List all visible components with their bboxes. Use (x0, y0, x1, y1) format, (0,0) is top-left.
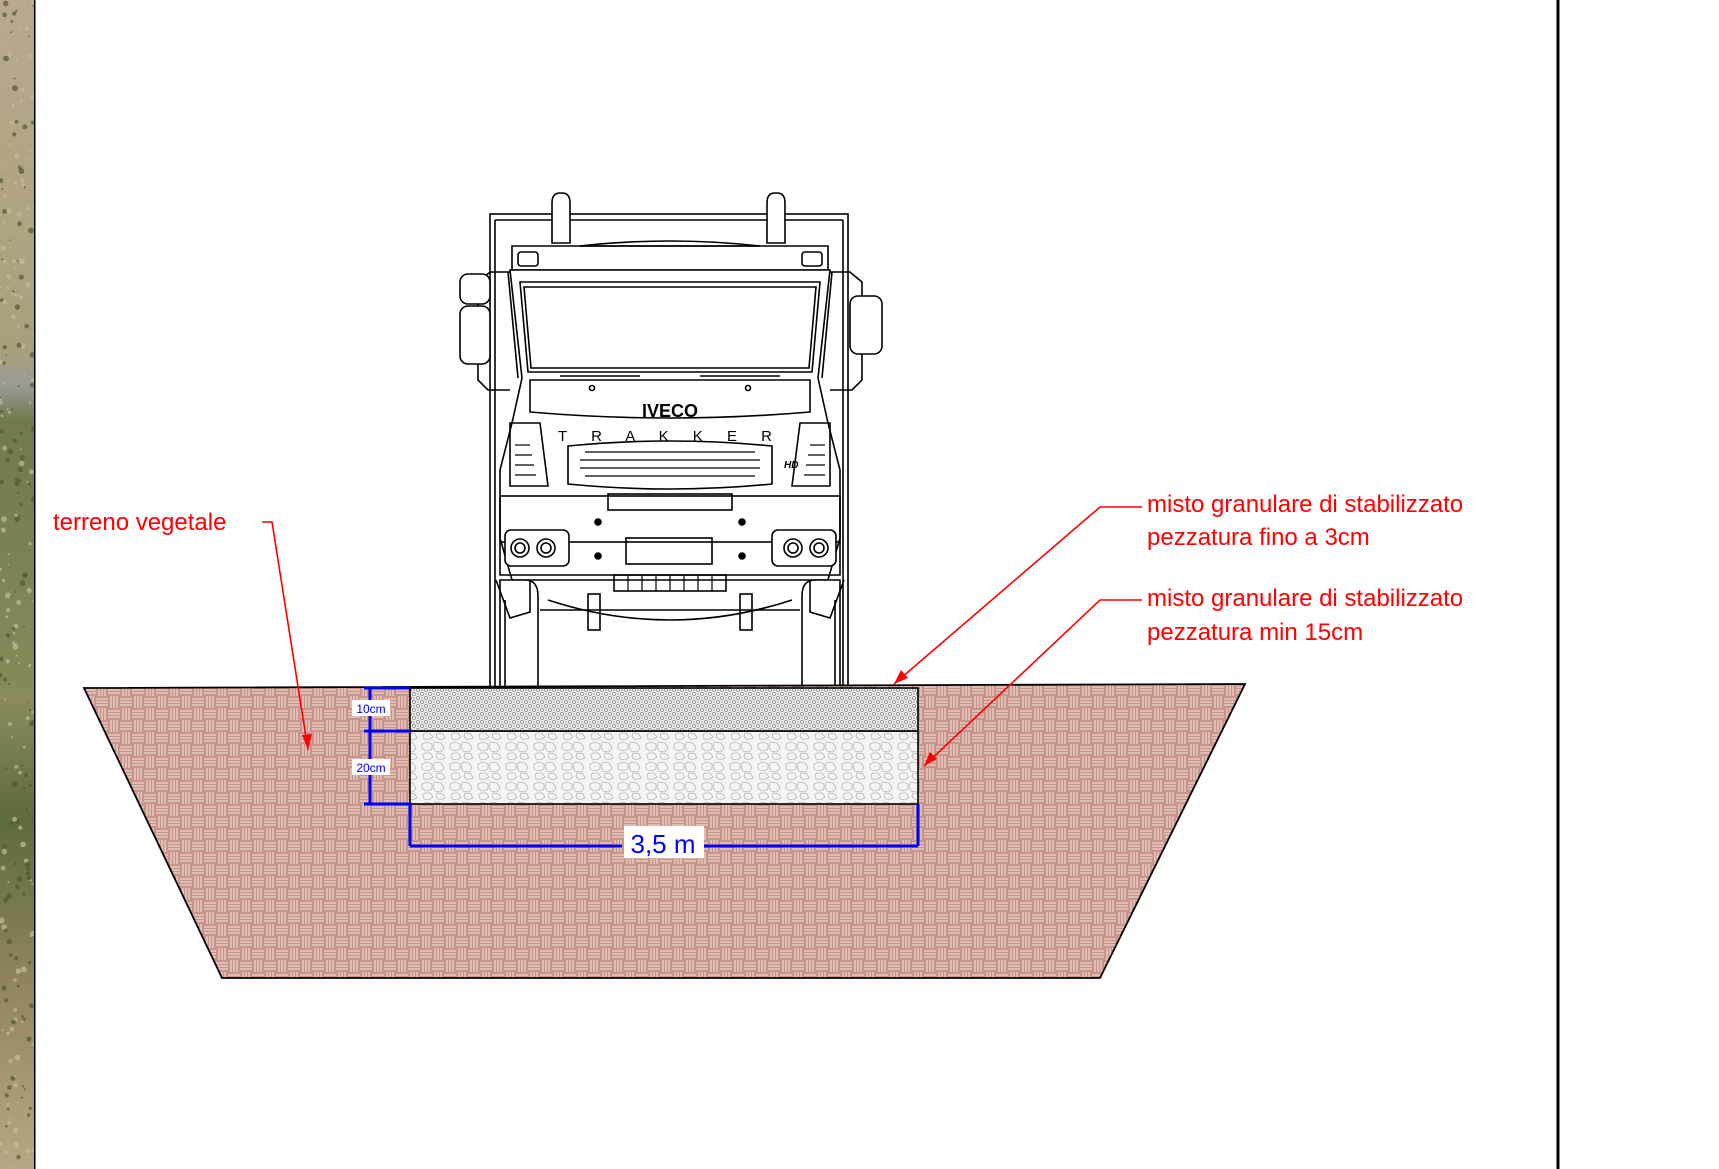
truck-brand: IVECO (642, 401, 698, 421)
top-layer-fine (409, 687, 919, 732)
label-topsoil: terreno vegetale (53, 509, 226, 536)
truck-badge: HD (784, 460, 798, 471)
base-layer-coarse (409, 730, 919, 805)
label-base-layer-line2: pezzatura min 15cm (1147, 619, 1363, 646)
leader-lines (262, 506, 1142, 767)
dim-top-layer: 10cm (356, 702, 385, 716)
dim-road-width: 3,5 m (630, 829, 695, 859)
leader-arrowheads (302, 670, 937, 766)
label-top-layer-line2: pezzatura fino a 3cm (1147, 524, 1370, 551)
label-top-layer-line1: misto granulare di stabilizzato (1147, 491, 1463, 518)
road-section-drawing: IVECO T R A K K E R HD 10cm 20cm 3,5 m t… (34, 0, 1560, 1169)
truck-model: T R A K K E R (558, 428, 782, 445)
aerial-photo-strip (0, 0, 34, 1169)
truck-front-view (459, 192, 883, 689)
dim-base-layer: 20cm (356, 761, 385, 775)
label-base-layer-line1: misto granulare di stabilizzato (1147, 585, 1463, 612)
